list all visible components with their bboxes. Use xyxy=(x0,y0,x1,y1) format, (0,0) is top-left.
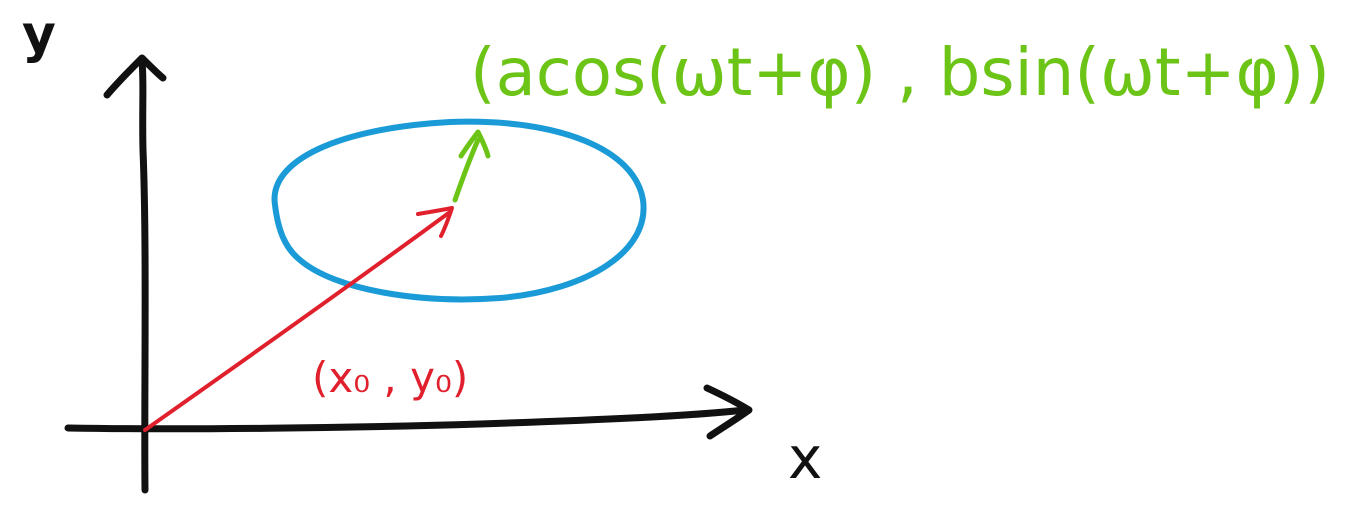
ellipse xyxy=(271,118,647,303)
radius-vector-arrowhead xyxy=(458,129,491,159)
parametric-point-label: (acos(ωt+φ) , bsin(ωt+φ)) xyxy=(470,34,1330,111)
radius-vector xyxy=(452,137,481,203)
center-vector-arrowhead xyxy=(416,206,454,238)
x-axis-label: x xyxy=(788,424,822,492)
y-axis-arrowhead xyxy=(103,54,167,99)
x-axis xyxy=(64,406,749,433)
y-axis-label: y xyxy=(22,5,56,65)
x-axis-arrowhead xyxy=(703,384,753,440)
center-vector xyxy=(143,210,452,432)
center-label: (x₀ , y₀) xyxy=(312,353,468,402)
y-axis xyxy=(138,58,149,494)
